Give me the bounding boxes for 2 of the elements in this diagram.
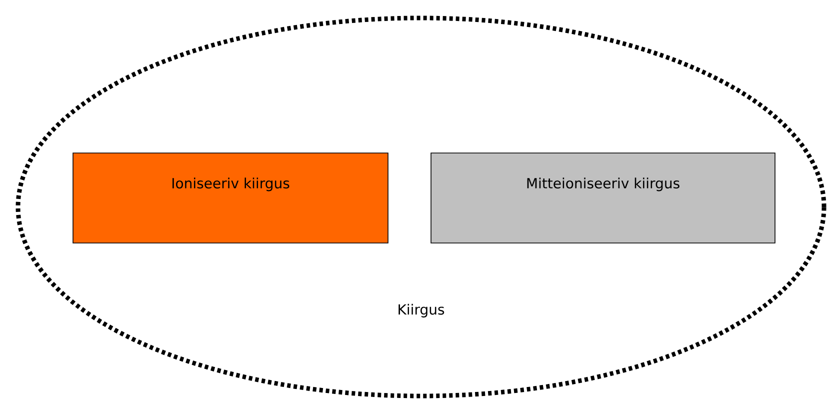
category-box: Mitteioniseeriv kiirgus xyxy=(430,152,776,244)
category-box: Ioniseeriv kiirgus xyxy=(72,152,388,244)
